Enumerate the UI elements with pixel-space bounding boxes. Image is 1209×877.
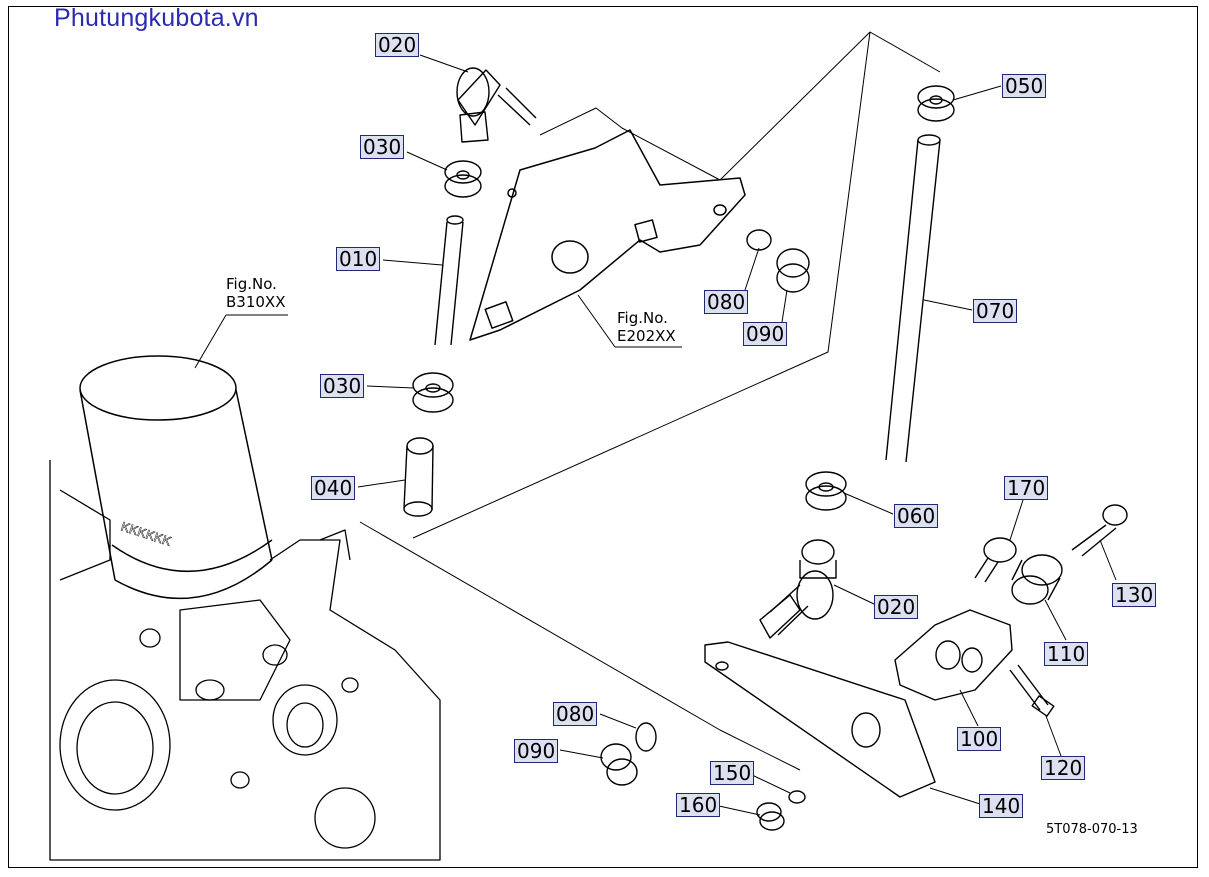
nut-030-lower: [412, 372, 454, 413]
figref-left-line2: B310XX: [226, 293, 286, 311]
callout-070[interactable]: 070: [973, 299, 1018, 323]
callout-020-upper[interactable]: 020: [375, 33, 420, 57]
callout-090-lower[interactable]: 090: [514, 739, 559, 763]
rod-010: [434, 215, 464, 346]
oil-filter: KKKKKK: [79, 355, 273, 600]
callout-030-upper[interactable]: 030: [360, 135, 405, 159]
callout-170[interactable]: 170: [1004, 476, 1049, 500]
ball-joint-upper: [456, 67, 537, 143]
group-outline: [539, 31, 941, 181]
callout-060[interactable]: 060: [894, 504, 939, 528]
bolt-170: [974, 537, 1017, 583]
callout-110[interactable]: 110: [1044, 642, 1089, 666]
bracket-part: [469, 129, 746, 341]
plate-140: [704, 641, 936, 798]
svg-text:KKKKKK: KKKKKK: [119, 519, 173, 549]
callout-150[interactable]: 150: [710, 761, 755, 785]
bolt-120: [1009, 664, 1055, 717]
figref-left: Fig.No. B310XX: [226, 275, 285, 311]
callout-160[interactable]: 160: [676, 793, 721, 817]
washer-080-lower: [635, 722, 657, 752]
callout-040[interactable]: 040: [311, 476, 356, 500]
callout-080-lower[interactable]: 080: [553, 702, 598, 726]
callout-140[interactable]: 140: [979, 794, 1024, 818]
washer-050: [917, 85, 955, 122]
washer-150: [788, 790, 806, 804]
callout-120[interactable]: 120: [1041, 756, 1086, 780]
nut-090-upper: [776, 248, 810, 293]
figref-bracket-line2: E202XX: [617, 327, 676, 345]
engine-block: [49, 460, 441, 861]
callout-080-upper[interactable]: 080: [704, 290, 749, 314]
washer-080-upper: [746, 229, 772, 251]
callout-100[interactable]: 100: [957, 727, 1002, 751]
nut-030-upper: [444, 160, 482, 198]
drawing-frame: [8, 6, 1198, 868]
callout-130[interactable]: 130: [1112, 583, 1157, 607]
rod-070: [885, 134, 941, 463]
lever-100: [894, 609, 1013, 701]
sleeve-040: [403, 437, 434, 517]
callout-030-lower[interactable]: 030: [320, 374, 365, 398]
callout-010[interactable]: 010: [336, 247, 381, 271]
site-watermark[interactable]: Phutungkubota.vn: [54, 4, 259, 32]
nut-090-lower: [600, 743, 638, 786]
leader-lines: [194, 54, 1117, 816]
diagram-code: 5T078-070-13: [1046, 822, 1138, 837]
figref-left-line1: Fig.No.: [226, 275, 277, 293]
figref-bracket-line1: Fig.No.: [617, 309, 668, 327]
nut-160: [756, 802, 785, 831]
callout-020-lower[interactable]: 020: [874, 595, 919, 619]
callout-090-upper[interactable]: 090: [743, 322, 788, 346]
roller-110: [1011, 554, 1063, 605]
ball-joint-lower: [759, 539, 837, 639]
nut-060: [805, 471, 847, 511]
figref-bracket: Fig.No. E202XX: [617, 309, 676, 345]
pin-130: [1071, 504, 1128, 557]
callout-050[interactable]: 050: [1002, 74, 1047, 98]
